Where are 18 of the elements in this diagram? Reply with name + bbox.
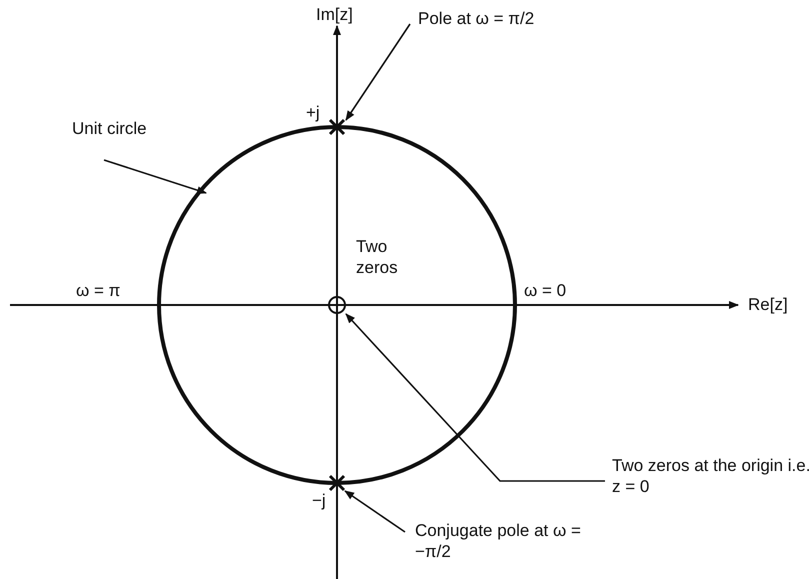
angle-label: ω = π (76, 280, 120, 301)
unit-circle (157, 125, 517, 485)
pole-mark (328, 474, 346, 492)
tick-label: +j (306, 102, 320, 123)
tick-label: −j (312, 490, 326, 511)
callout-text: Conjugate pole at ω = −π/2 (415, 520, 615, 562)
leader-arrow (104, 159, 207, 194)
pole-mark (328, 118, 346, 136)
leader-arrow (345, 24, 411, 121)
leader-arrow (345, 313, 605, 482)
callout-text: Two zeros at the origin i.e. z = 0 (612, 455, 809, 497)
leader-arrow (344, 490, 406, 533)
callout-text: Pole at ω = π/2 (418, 8, 618, 29)
annotation-text: Two zeros (356, 236, 399, 278)
callout-text: Unit circle (72, 118, 162, 139)
axis-label: Re[z] (748, 294, 788, 315)
axis-label: Im[z] (316, 4, 353, 25)
angle-label: ω = 0 (524, 280, 566, 301)
